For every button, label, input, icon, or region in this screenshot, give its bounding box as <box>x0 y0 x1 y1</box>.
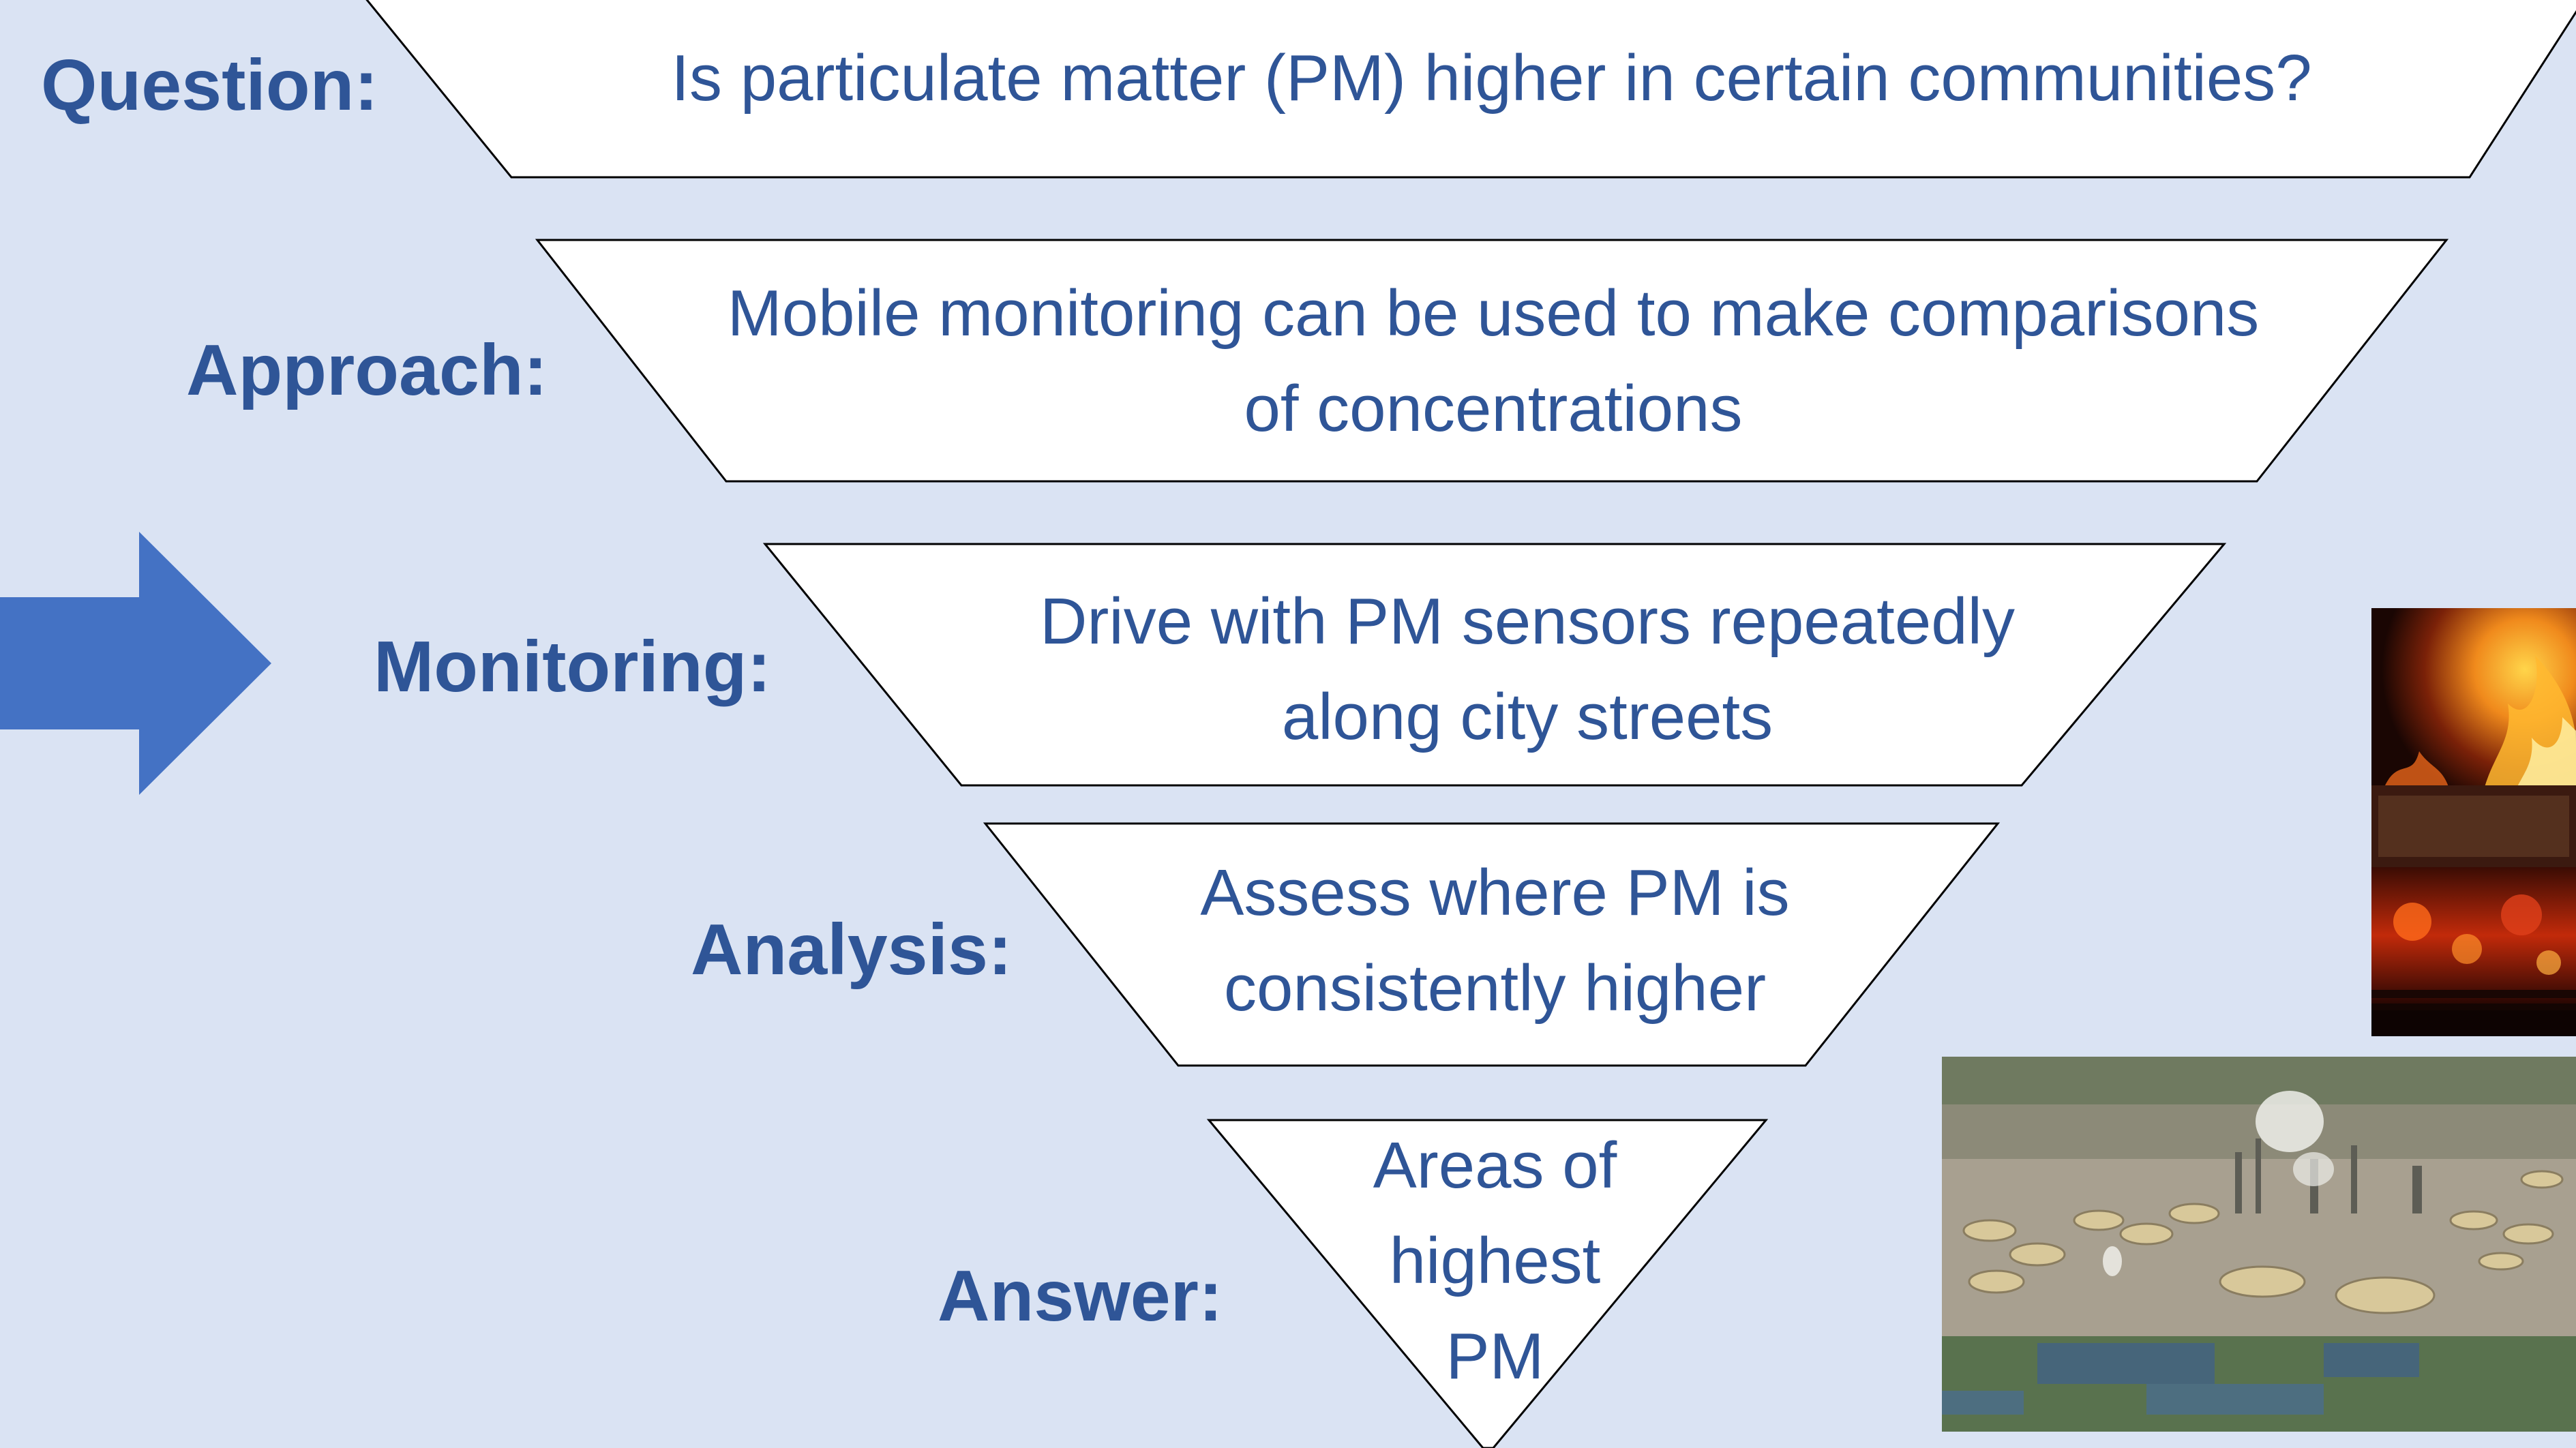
approach-text: Mobile monitoring can be used to make co… <box>600 266 2386 457</box>
right-arrow-icon <box>0 532 271 795</box>
monitoring-text-line: Drive with PM sensors repeatedly <box>1040 585 2015 658</box>
answer-text-line: Areas of <box>1373 1129 1617 1202</box>
answer-text-line: PM <box>1446 1320 1544 1393</box>
question-label: Question: <box>41 45 378 125</box>
analysis-text-line: consistently higher <box>1223 952 1767 1025</box>
analysis-text-line: Assess where PM is <box>1200 856 1790 929</box>
analysis-label: Analysis: <box>691 909 1013 990</box>
approach-label: Approach: <box>186 330 548 410</box>
approach-shape <box>535 239 2449 483</box>
answer-text: Areas of highest PM <box>1289 1118 1701 1404</box>
monitoring-text: Drive with PM sensors repeatedly along c… <box>886 574 2168 765</box>
question-text: Is particulate matter (PM) higher in cer… <box>511 31 2472 126</box>
approach-text-line: Mobile monitoring can be used to make co… <box>727 277 2260 350</box>
monitoring-text-line: along city streets <box>1281 680 1773 753</box>
analysis-shape <box>983 822 2001 1067</box>
answer-label: Answer: <box>938 1256 1223 1336</box>
analysis-text: Assess where PM is consistently higher <box>1091 845 1899 1036</box>
answer-text-line: highest <box>1389 1224 1601 1297</box>
approach-text-line: of concentrations <box>1244 372 1743 445</box>
monitoring-label: Monitoring: <box>374 627 771 707</box>
question-text-line: Is particulate matter (PM) higher in cer… <box>671 42 2312 115</box>
refinery-aerial-photo <box>1942 1057 2576 1432</box>
monitoring-shape <box>762 543 2227 787</box>
fireplace-fire-photo <box>2371 608 2576 1036</box>
question-shape <box>365 0 2576 179</box>
answer-shape <box>1206 1119 1769 1448</box>
